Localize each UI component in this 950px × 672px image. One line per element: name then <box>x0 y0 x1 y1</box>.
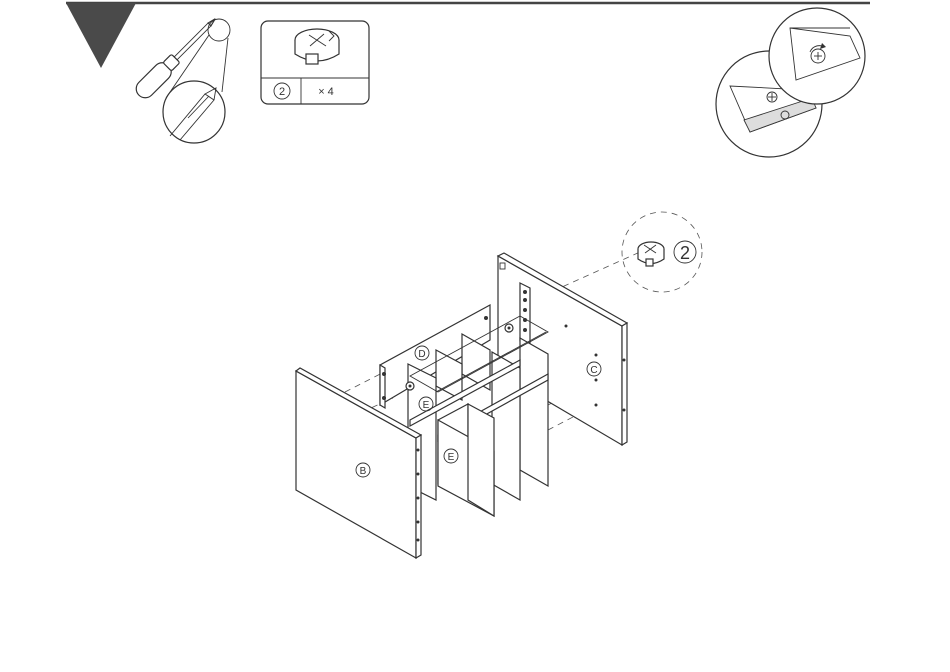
label-panel-e-upper: E <box>423 400 430 411</box>
screwdriver-icon <box>133 12 230 143</box>
step-marker <box>66 3 136 68</box>
cam-strip <box>520 283 530 346</box>
cam-lock-callout: 2 <box>622 212 702 292</box>
part-quantity: × 4 <box>318 86 334 98</box>
parts-box: 2 × 4 <box>261 21 369 104</box>
part-number: 2 <box>279 86 285 98</box>
label-panel-c: C <box>590 365 597 376</box>
label-panel-b: B <box>360 466 367 477</box>
label-panel-e-lower: E <box>448 452 455 463</box>
cam-lock-rotation-icon <box>716 8 865 157</box>
label-panel-d: D <box>418 349 425 360</box>
callout-number: 2 <box>680 243 690 263</box>
panel-b: B <box>296 368 421 558</box>
